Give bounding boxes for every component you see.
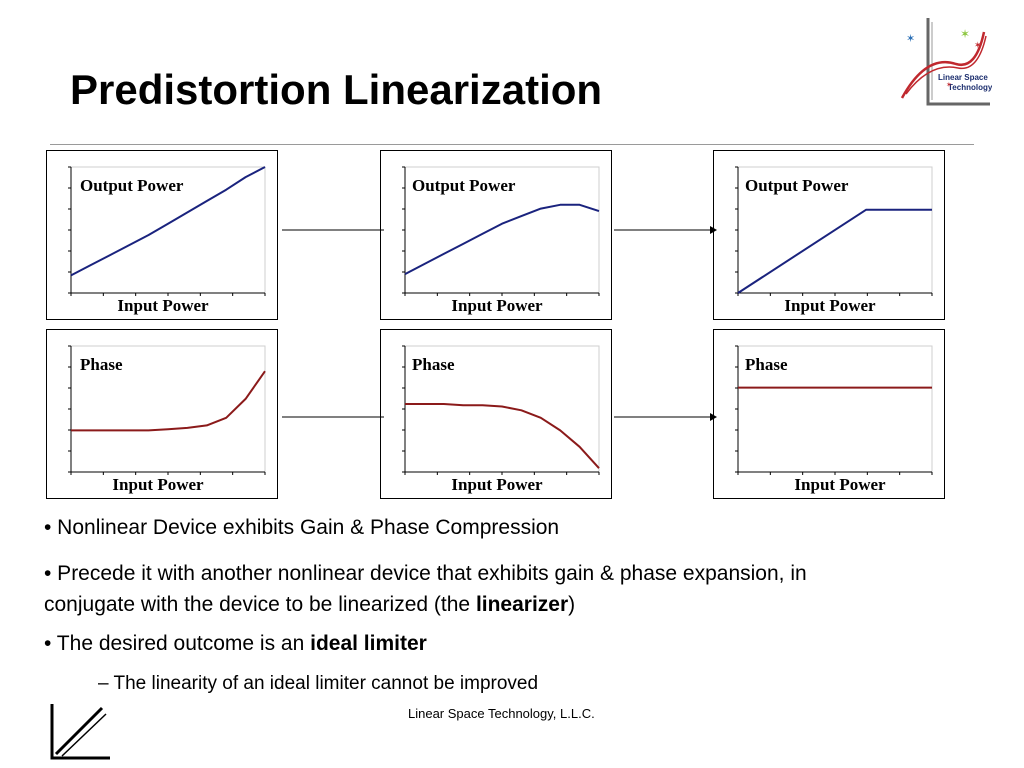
svg-text:✶: ✶ [974,41,982,51]
series-line-1 [405,403,600,469]
series-line-1 [404,203,600,275]
company-logo-icon: ✶ ✶ ✶ Linear Space Technology ✶ [900,18,992,106]
connector-line-top-1 [282,229,384,231]
connector-arrow-bottom-2 [614,413,717,421]
chart-6-ylabel: Phase [745,355,788,374]
chart-4-ylabel: Phase [80,355,123,374]
series-line-1 [737,208,932,294]
series-line-1 [71,370,266,432]
logo-text-line1: Linear Space [938,73,988,82]
chart-3-ylabel: Output Power [745,176,849,195]
chart-panel-3: Output Power Input Power [713,150,945,320]
chart-5-xlabel: Input Power [451,475,543,494]
output-power-chart-1 [68,166,266,296]
svg-text:✶: ✶ [906,32,915,45]
slide-title: Predistortion Linearization [70,66,603,113]
bullet-2: • Precede it with another nonlinear devi… [44,558,844,620]
chart-4-xlabel: Input Power [112,475,204,494]
chart-1-ylabel: Output Power [80,176,184,195]
svg-text:✶: ✶ [960,27,970,41]
footer-text: Linear Space Technology, L.L.C. [408,706,595,721]
phase-chart-2 [402,345,600,475]
chart-2-xlabel: Input Power [451,296,543,315]
chart-panel-2: Output Power Input Power [380,150,612,320]
chart-6-xlabel: Input Power [794,475,886,494]
bullet-2-bold: linearizer [475,593,569,616]
phase-chart-1 [68,345,266,475]
bullet-3-bold: ideal limiter [310,632,427,655]
chart-panel-1: Output Power Input Power [46,150,278,320]
chart-5-ylabel: Phase [412,355,455,374]
chart-3-xlabel: Input Power [784,296,876,315]
output-power-chart-3 [735,166,933,296]
connector-line-bottom-1 [282,416,384,418]
bullet-1: • Nonlinear Device exhibits Gain & Phase… [44,516,560,539]
logo-text-line2: Technology [948,83,992,92]
corner-logo-icon [50,704,110,760]
bullet-3-text: • The desired outcome is an [44,632,311,655]
chart-panel-4: Phase Input Power [46,329,278,499]
sub-bullet-1: – The linearity of an ideal limiter cann… [98,673,539,694]
svg-text:✶: ✶ [946,81,952,89]
bullet-2-end: ) [568,593,576,616]
output-power-chart-2 [402,166,600,296]
chart-2-ylabel: Output Power [412,176,516,195]
series-line-1 [70,166,266,277]
chart-panel-6: Phase Input Power [713,329,945,499]
phase-chart-3 [735,345,933,475]
chart-panel-5: Phase Input Power [380,329,612,499]
title-divider [50,144,974,145]
bullet-3: • The desired outcome is an ideal limite… [44,628,427,659]
bullet-2-text: • Precede it with another nonlinear devi… [44,562,807,616]
connector-arrow-top-2 [614,226,717,234]
chart-1-xlabel: Input Power [117,296,209,315]
